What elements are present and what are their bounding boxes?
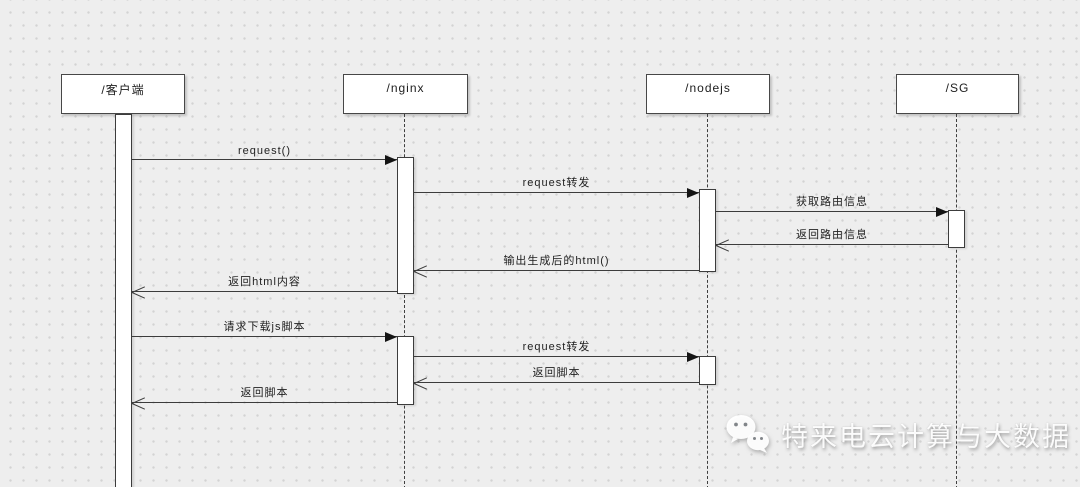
message-line [132, 291, 397, 292]
message-request-forward-1: request转发 [414, 176, 699, 198]
message-line [414, 270, 699, 271]
activation-sg-1 [948, 210, 965, 248]
activation-nodejs-2 [699, 356, 716, 385]
message-label: 输出生成后的html() [503, 255, 610, 267]
message-label: 返回脚本 [532, 367, 581, 379]
message-return-script-client: 返回脚本 [132, 386, 397, 403]
message-get-route-info: 获取路由信息 [716, 195, 948, 217]
activation-nginx-2 [397, 336, 414, 405]
lifeline-nodejs [707, 114, 708, 487]
participant-label-nginx: /nginx [386, 81, 425, 95]
participant-label-sg: /SG [945, 81, 970, 95]
participant-box-sg: /SG [896, 74, 1019, 114]
arrowhead-filled-icon [687, 188, 699, 198]
message-label: request转发 [522, 341, 591, 353]
message-request: request() [132, 143, 397, 165]
activation-nginx-1 [397, 157, 414, 294]
activation-nodejs-1 [699, 189, 716, 272]
arrowhead-filled-icon [385, 332, 397, 342]
participant-label-client: /客户端 [101, 83, 145, 97]
participant-box-client: /客户端 [61, 74, 185, 114]
message-line [132, 336, 397, 337]
participant-box-nodejs: /nodejs [646, 74, 770, 114]
message-label: 返回路由信息 [796, 229, 868, 241]
message-label: 返回脚本 [240, 387, 289, 399]
participant-label-nodejs: /nodejs [685, 81, 731, 95]
message-line [716, 244, 948, 245]
watermark: 特来电云计算与大数据 [723, 412, 1071, 456]
message-line [132, 402, 397, 403]
message-line [414, 192, 699, 193]
participant-box-nginx: /nginx [343, 74, 468, 114]
wechat-icon [726, 415, 769, 453]
watermark-text: 特来电云计算与大数据 [781, 421, 1071, 452]
arrowhead-filled-icon [936, 207, 948, 217]
message-label: 返回html内容 [228, 276, 301, 288]
message-output-generated-html: 输出生成后的html() [414, 254, 699, 271]
message-request-download-js: 请求下载js脚本 [132, 320, 397, 342]
lifeline-sg [956, 114, 957, 487]
activation-client [115, 114, 132, 487]
message-line [414, 382, 699, 383]
lifeline-nginx [404, 114, 405, 487]
message-line [716, 211, 948, 212]
message-return-html-content: 返回html内容 [132, 275, 397, 292]
arrowhead-filled-icon [687, 352, 699, 362]
message-label: 请求下载js脚本 [223, 321, 306, 333]
message-line [414, 356, 699, 357]
message-label: request转发 [522, 177, 591, 189]
arrowhead-filled-icon [385, 155, 397, 165]
message-return-route-info: 返回路由信息 [716, 228, 948, 245]
message-line [132, 159, 397, 160]
message-label: request() [237, 145, 292, 157]
message-request-forward-2: request转发 [414, 340, 699, 362]
message-label: 获取路由信息 [796, 196, 868, 208]
message-return-script-nodejs: 返回脚本 [414, 366, 699, 383]
